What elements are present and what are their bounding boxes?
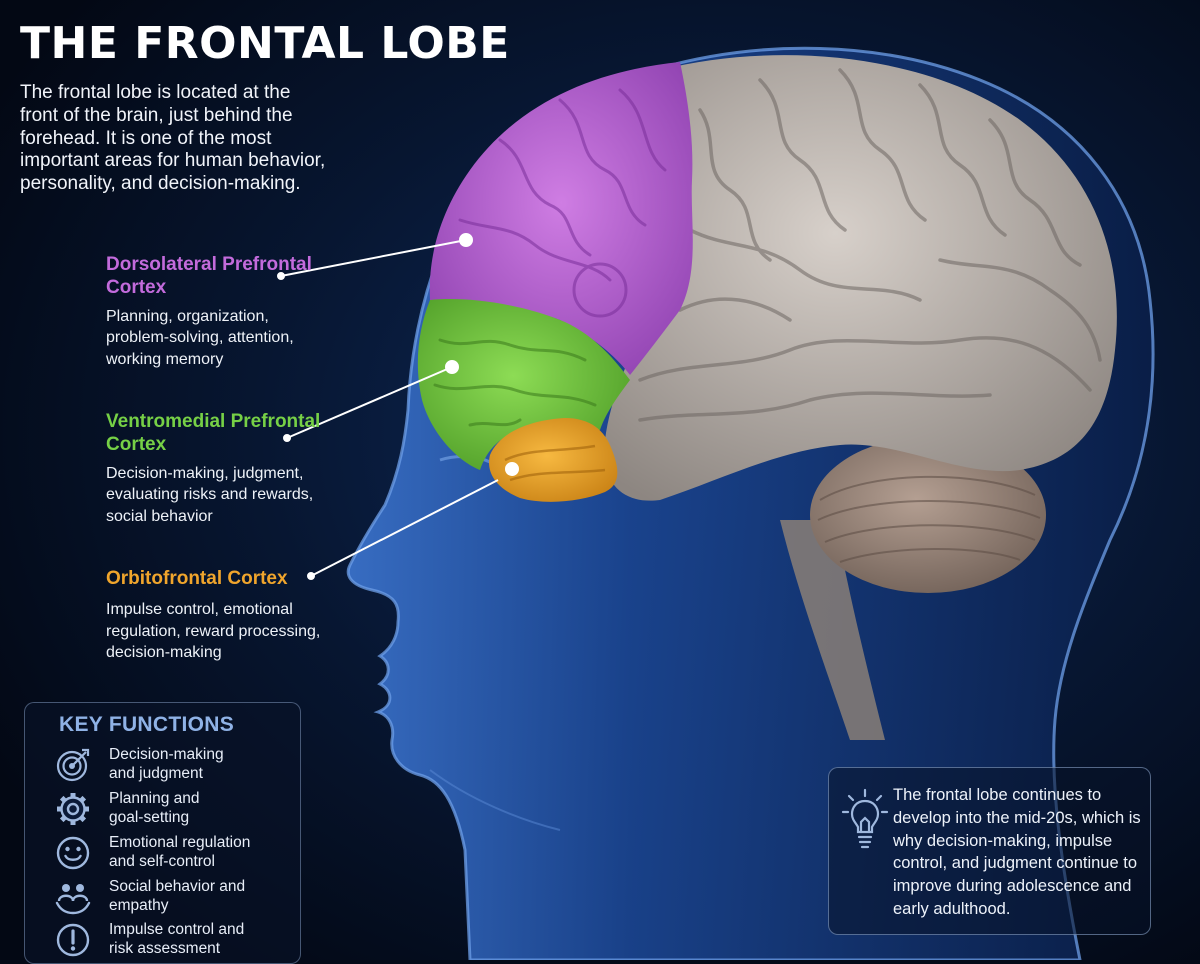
people-icon [55, 884, 91, 915]
key-function-label: Social behavior and empathy [109, 878, 246, 915]
target-icon [56, 748, 90, 782]
region-name: Dorsolateral Prefrontal Cortex [106, 254, 312, 298]
ventromedial-label: Ventromedial Prefrontal Cortex Decision-… [106, 411, 336, 528]
key-function-item: Decision-making and judgment [55, 745, 295, 785]
development-note-panel: The frontal lobe continues to develop in… [828, 767, 1151, 935]
key-functions-panel: KEY FUNCTIONS Decision-making and judgme… [24, 702, 301, 964]
key-function-label: Impulse control and risk assessment [109, 921, 245, 958]
region-name: Orbitofrontal Cortex [106, 568, 288, 589]
gear-icon [57, 793, 89, 825]
jaw-line [429, 769, 561, 831]
key-functions-heading: KEY FUNCTIONS [59, 713, 235, 736]
key-function-label: Emotional regulation and self-control [109, 834, 251, 871]
lightbulb-icon [841, 788, 889, 849]
dorsolateral-region [429, 62, 693, 375]
key-function-item: Social behavior and empathy [55, 877, 295, 917]
intro-text: The frontal lobe is located at the front… [20, 82, 326, 195]
key-function-item: Planning and goal-setting [55, 789, 295, 829]
brain-stem [780, 520, 885, 740]
region-name: Ventromedial Prefrontal Cortex [106, 411, 321, 455]
key-function-label: Decision-making and judgment [109, 746, 224, 783]
development-note-text: The frontal lobe continues to develop in… [893, 786, 1141, 918]
region-description: Planning, organization, problem-solving,… [106, 307, 294, 369]
page-title: THE FRONTAL LOBE [20, 18, 510, 69]
key-function-label: Planning and goal-setting [109, 790, 200, 827]
orbitofrontal-region [489, 418, 618, 502]
dorsolateral-label: Dorsolateral Prefrontal Cortex Planning,… [106, 254, 336, 371]
region-description: Decision-making, judgment, evaluating ri… [106, 464, 314, 526]
region-description: Impulse control, emotional regulation, r… [106, 600, 321, 662]
cerebrum [604, 55, 1117, 501]
key-function-item: Emotional regulation and self-control [55, 833, 295, 873]
key-function-item: Impulse control and risk assessment [55, 920, 295, 960]
leader-lines [277, 233, 519, 580]
orbitofrontal-label: Orbitofrontal Cortex Impulse control, em… [106, 568, 336, 664]
smiley-icon [56, 836, 90, 870]
alert-icon [56, 923, 90, 957]
